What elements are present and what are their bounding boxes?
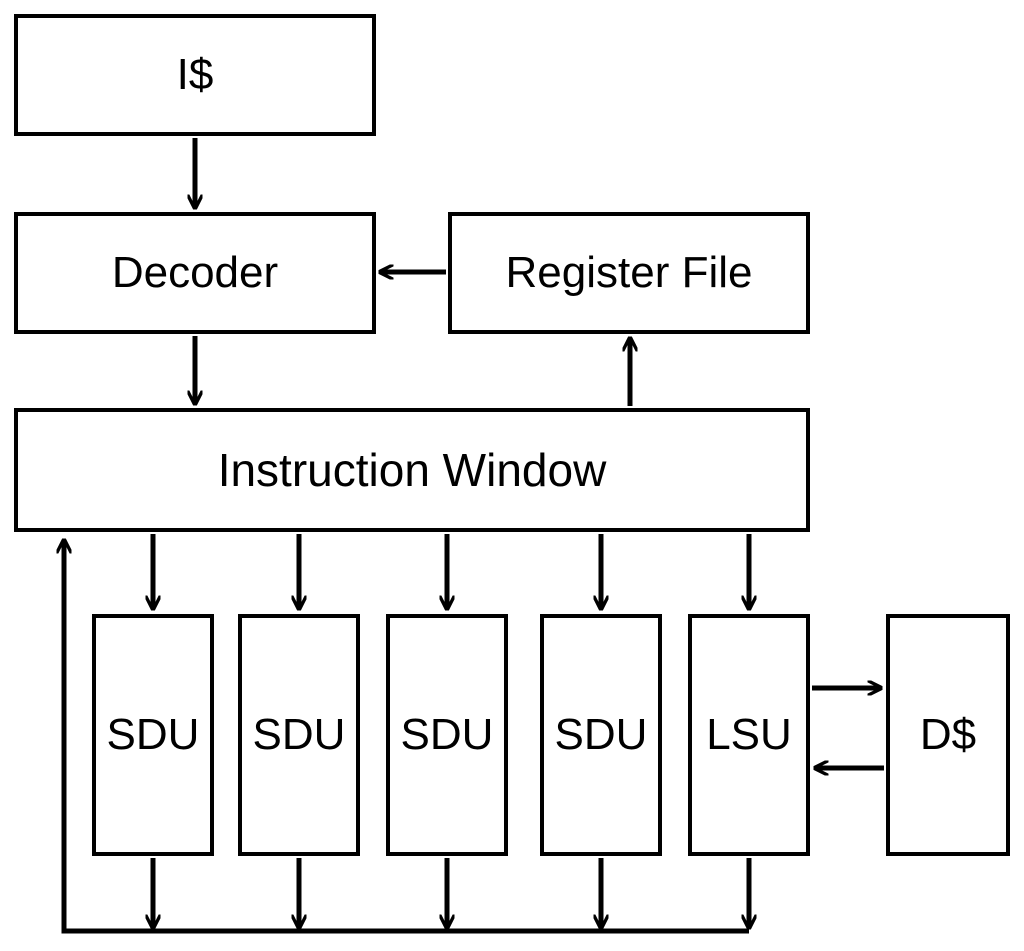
sdu-block-1: SDU [92,614,214,856]
sdu-block-2: SDU [238,614,360,856]
sdu-label-2: SDU [252,710,346,759]
data-cache-label: D$ [919,710,977,759]
instruction-window-label: Instruction Window [217,444,607,496]
decoder-block: Decoder [14,212,376,334]
load-store-unit-block: LSU [688,614,810,856]
sdu-block-3: SDU [386,614,508,856]
instruction-cache-label: I$ [176,50,214,99]
sdu-label-1: SDU [106,710,200,759]
load-store-unit-label: LSU [706,710,792,759]
sdu-label-3: SDU [400,710,494,759]
register-file-label: Register File [505,248,753,297]
decoder-label: Decoder [111,248,279,297]
sdu-block-4: SDU [540,614,662,856]
sdu-label-4: SDU [554,710,648,759]
instruction-window-block: Instruction Window [14,408,810,532]
instruction-cache-block: I$ [14,14,376,136]
data-cache-block: D$ [886,614,1010,856]
register-file-block: Register File [448,212,810,334]
writeback-bus-arrow [64,540,749,934]
